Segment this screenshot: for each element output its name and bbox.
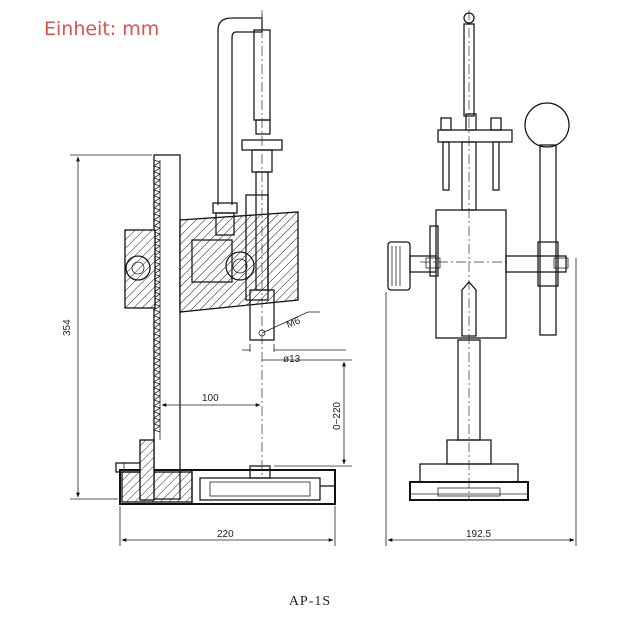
dim-shaft-diameter-label: ø13 [283, 354, 301, 365]
side-column [446, 10, 492, 500]
dim-arm-reach-label: 100 [202, 393, 219, 404]
dim-shaft-diameter: ø13 [242, 344, 346, 365]
front-lever [212, 14, 271, 236]
dim-stroke-range-label: 0~220 [332, 401, 343, 430]
side-view: 192.5 [385, 10, 577, 546]
dim-base-width: 220 [119, 506, 336, 546]
dim-arm-reach: 100 [161, 393, 261, 407]
dim-thread-label: M6 [285, 315, 302, 331]
front-ram [241, 10, 283, 475]
front-column [115, 154, 181, 501]
dim-thread: M6 [261, 311, 320, 334]
dim-side-width: 192.5 [385, 258, 577, 546]
side-top-clamp [437, 12, 513, 211]
front-pinion-boss [124, 229, 156, 309]
dim-stroke-range: 0~220 [262, 359, 352, 467]
unit-label: Einheit: mm [44, 18, 160, 40]
side-handle [505, 102, 570, 336]
front-head [179, 194, 299, 313]
side-knob [387, 241, 441, 291]
dim-height-total-label: 354 [62, 319, 73, 336]
dim-height-total: 354 [62, 154, 152, 500]
dim-side-width-label: 192.5 [466, 529, 491, 540]
front-view: 354 100 0~220 M6 ø13 [62, 10, 352, 546]
drawing-caption: AP-1S [288, 594, 332, 609]
side-head [420, 209, 510, 339]
dim-base-width-label: 220 [217, 529, 234, 540]
